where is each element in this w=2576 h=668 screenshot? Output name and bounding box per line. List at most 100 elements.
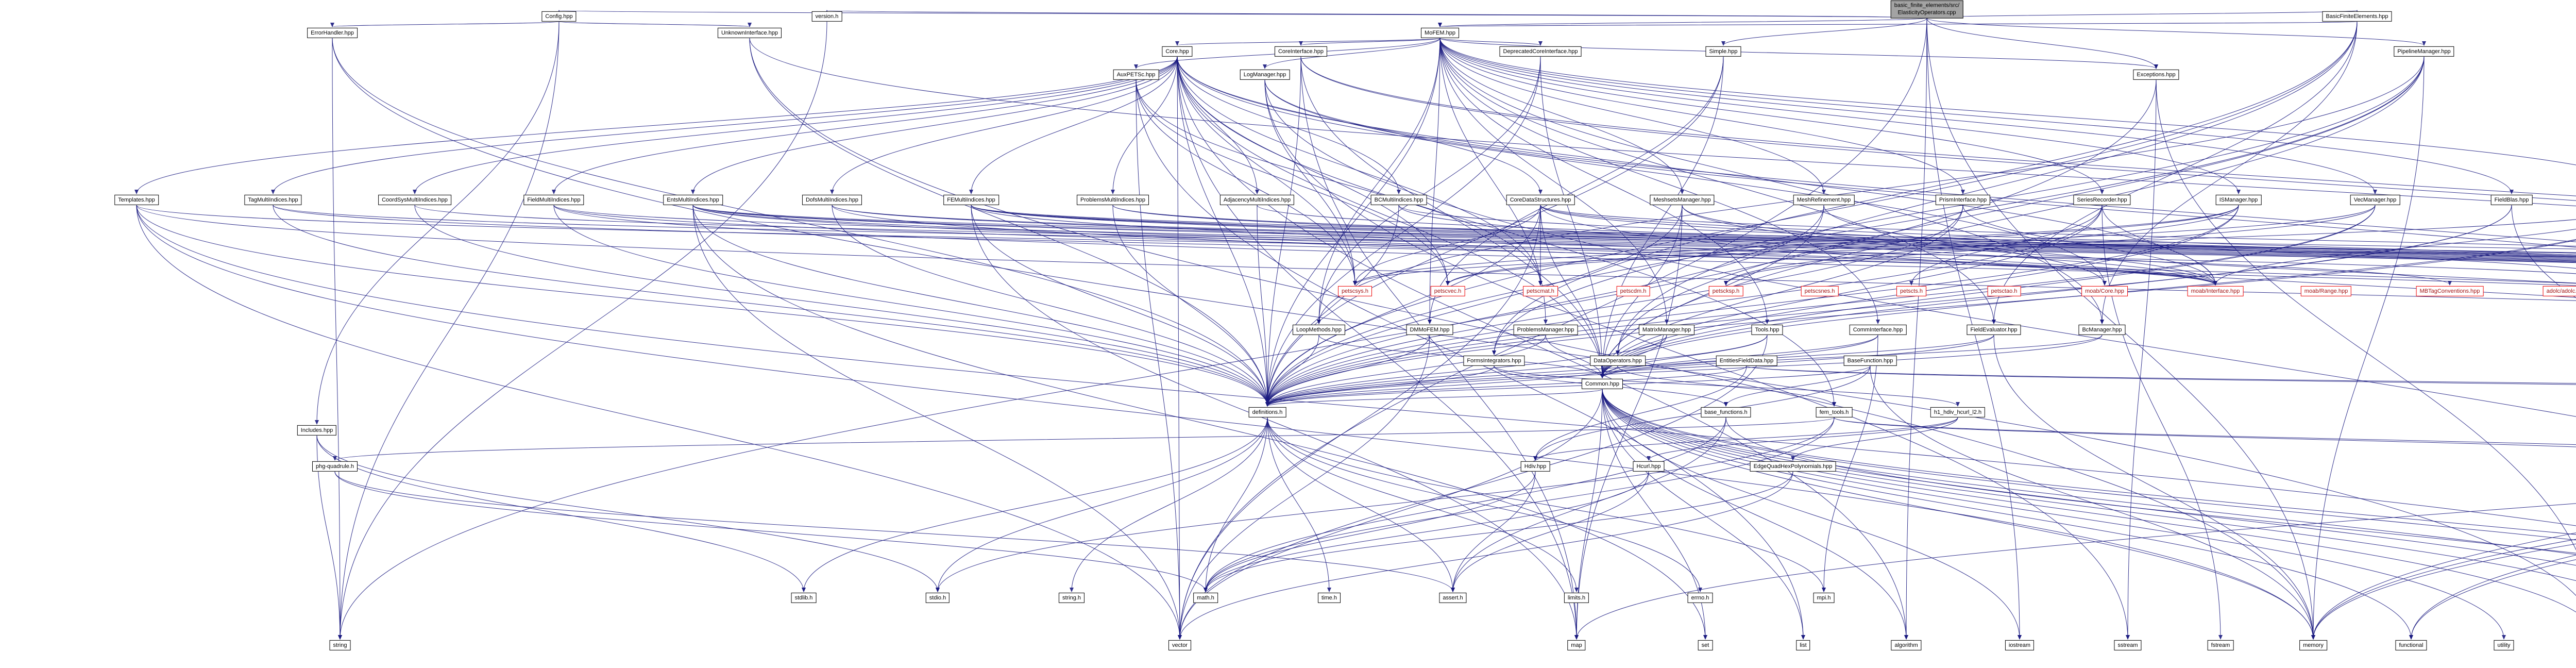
- node-adjacencymultiindices-hpp[interactable]: AdjacencyMultiIndices.hpp: [1219, 194, 1295, 206]
- node-templates-hpp[interactable]: Templates.hpp: [114, 194, 159, 206]
- node-core-hpp[interactable]: Core.hpp: [1162, 46, 1193, 57]
- node-prisminterface-hpp[interactable]: PrismInterface.hpp: [1935, 194, 1991, 206]
- node-fieldevaluator-hpp[interactable]: FieldEvaluator.hpp: [1967, 324, 2021, 336]
- edge: [1265, 335, 1319, 407]
- node-fieldblas-hpp[interactable]: FieldBlas.hpp: [2490, 194, 2533, 206]
- edge: [2311, 56, 2425, 640]
- node-dataoperators-hpp[interactable]: DataOperators.hpp: [1590, 355, 1646, 366]
- edge: [971, 205, 2576, 249]
- node-entsmultiindices-hpp[interactable]: EntsMultiIndices.hpp: [663, 194, 723, 206]
- node-dmmofem-hpp[interactable]: DMMoFEM.hpp: [1406, 324, 1453, 336]
- node-formsintegrators-hpp[interactable]: FormsIntegrators.hpp: [1463, 355, 1525, 366]
- node-pipelinemanager-hpp[interactable]: PipelineManager.hpp: [2394, 46, 2454, 57]
- edge: [1600, 335, 1768, 378]
- node-bcmultiindices-hpp[interactable]: BCMultiIndices.hpp: [1370, 194, 1427, 206]
- node-errno-h[interactable]: errno.h: [1687, 592, 1713, 604]
- node-moab-interface-hpp: moab/Interface.hpp: [2187, 286, 2244, 297]
- node-utility[interactable]: utility: [2494, 640, 2514, 651]
- node-sstream[interactable]: sstream: [2114, 640, 2142, 651]
- node-meshrefinement-hpp[interactable]: MeshRefinement.hpp: [1793, 194, 1855, 206]
- edge: [1616, 56, 2425, 355]
- node-entitiesfielddata-hpp[interactable]: EntitiesFieldData.hpp: [1716, 355, 1777, 366]
- node-edgequadhexpolynomials-hpp[interactable]: EdgeQuadHexPolynomials.hpp: [1750, 461, 1836, 472]
- node-label: FieldMultiIndices.hpp: [527, 196, 581, 203]
- node-time-h[interactable]: time.h: [1318, 592, 1341, 604]
- node-basicfiniteelements-hpp[interactable]: BasicFiniteElements.hpp: [2322, 11, 2392, 22]
- node-base-functions-h[interactable]: base_functions.h: [1701, 407, 1751, 418]
- node-tools-hpp[interactable]: Tools.hpp: [1751, 324, 1783, 336]
- node-string[interactable]: string: [329, 640, 351, 651]
- node-deprecatedcoreinterface-hpp[interactable]: DeprecatedCoreInterface.hpp: [1499, 46, 1582, 57]
- node-h1-hdiv-hcurl-l2-h[interactable]: h1_hdiv_hcurl_l2.h: [1930, 407, 1986, 418]
- edge: [1111, 56, 1178, 194]
- node-basefunction-hpp[interactable]: BaseFunction.hpp: [1843, 355, 1897, 366]
- node-config-hpp[interactable]: Config.hpp: [541, 11, 577, 22]
- node-coredatastructures-hpp[interactable]: CoreDataStructures.hpp: [1506, 194, 1575, 206]
- node-matrixmanager-hpp[interactable]: MatrixManager.hpp: [1638, 324, 1695, 336]
- node-label: UnknownInterface.hpp: [721, 29, 778, 36]
- node-loopmethods-hpp[interactable]: LoopMethods.hpp: [1292, 324, 1346, 336]
- node-common-hpp[interactable]: Common.hpp: [1581, 378, 1623, 390]
- node-exceptions-hpp[interactable]: Exceptions.hpp: [2133, 69, 2179, 80]
- node-comminterface-hpp[interactable]: CommInterface.hpp: [1849, 324, 1907, 336]
- node-algorithm[interactable]: algorithm: [1891, 640, 1922, 651]
- node-logmanager-hpp[interactable]: LogManager.hpp: [1240, 69, 1290, 80]
- edge: [1439, 38, 1543, 46]
- node-mofem-hpp[interactable]: MoFEM.hpp: [1421, 27, 1459, 39]
- node-hcurl-hpp[interactable]: Hcurl.hpp: [1633, 461, 1665, 472]
- node-problemsmanager-hpp[interactable]: ProblemsManager.hpp: [1513, 324, 1578, 336]
- edge: [1265, 365, 1871, 407]
- node-coreinterface-hpp[interactable]: CoreInterface.hpp: [1274, 46, 1328, 57]
- node-string-h[interactable]: string.h: [1058, 592, 1085, 604]
- node-mpi-h[interactable]: mpi.h: [1813, 592, 1835, 604]
- node-hdiv-hpp[interactable]: Hdiv.hpp: [1520, 461, 1550, 472]
- edge: [1602, 389, 1908, 640]
- node-ismanager-hpp[interactable]: ISManager.hpp: [2215, 194, 2262, 206]
- node-coordsysmultiindices-hpp[interactable]: CoordSysMultiIndices.hpp: [378, 194, 451, 206]
- node-includes-hpp[interactable]: Includes.hpp: [297, 425, 337, 436]
- node-memory[interactable]: memory: [2299, 640, 2327, 651]
- node-femultiindices-hpp[interactable]: FEMultiIndices.hpp: [943, 194, 999, 206]
- edge: [1264, 79, 2576, 417]
- node-fstream[interactable]: fstream: [2207, 640, 2234, 651]
- edge: [1267, 417, 1579, 592]
- edge: [1533, 417, 1958, 461]
- node-map[interactable]: map: [1567, 640, 1586, 651]
- node-stdlib-h[interactable]: stdlib.h: [791, 592, 817, 604]
- node-meshsetsmanager-hpp[interactable]: MeshsetsManager.hpp: [1650, 194, 1715, 206]
- node-limits-h[interactable]: limits.h: [1564, 592, 1589, 604]
- node-vecmanager-hpp[interactable]: VecManager.hpp: [2350, 194, 2400, 206]
- node-stdio-h[interactable]: stdio.h: [925, 592, 950, 604]
- node-math-h[interactable]: math.h: [1193, 592, 1218, 604]
- node-set[interactable]: set: [1698, 640, 1713, 651]
- edge: [1791, 417, 1958, 461]
- node-unknowninterface-hpp[interactable]: UnknownInterface.hpp: [717, 27, 782, 39]
- node-definitions-h[interactable]: definitions.h: [1248, 407, 1286, 418]
- node-bcmanager-hpp[interactable]: BcManager.hpp: [2078, 324, 2126, 336]
- node-functional[interactable]: functional: [2395, 640, 2427, 651]
- node-label: FormsIntegrators.hpp: [1467, 357, 1521, 364]
- node-errorhandler-hpp[interactable]: ErrorHandler.hpp: [307, 27, 358, 39]
- node-problemsmultiindices-hpp[interactable]: ProblemsMultiIndices.hpp: [1077, 194, 1149, 206]
- edge: [1439, 38, 1826, 194]
- edge: [1177, 56, 1401, 194]
- node-dofsmultiindices-hpp[interactable]: DofsMultiIndices.hpp: [802, 194, 862, 206]
- node-petsctao-h: petsctao.h: [1987, 286, 2021, 297]
- node-iostream[interactable]: iostream: [2005, 640, 2035, 651]
- node-fieldmultiindices-hpp[interactable]: FieldMultiIndices.hpp: [523, 194, 584, 206]
- node-simple-hpp[interactable]: Simple.hpp: [1705, 46, 1741, 57]
- edge: [1353, 205, 1541, 286]
- node-fem-tools-h[interactable]: fem_tools.h: [1816, 407, 1853, 418]
- node-seriesrecorder-hpp[interactable]: SeriesRecorder.hpp: [2073, 194, 2131, 206]
- node-version-h[interactable]: version.h: [811, 11, 842, 22]
- node-vector[interactable]: vector: [1168, 640, 1191, 651]
- node-assert-h[interactable]: assert.h: [1439, 592, 1467, 604]
- edge: [971, 205, 2576, 254]
- node-list[interactable]: list: [1796, 640, 1810, 651]
- node-phg-quadrule-h[interactable]: phg-quadrule.h: [312, 461, 358, 472]
- node-label: Simple.hpp: [1709, 48, 1738, 55]
- node-auxpetsc-hpp[interactable]: AuxPETSc.hpp: [1113, 69, 1159, 80]
- node-tagmultiindices-hpp[interactable]: TagMultiIndices.hpp: [244, 194, 302, 206]
- edge: [1602, 389, 2576, 581]
- node-label: set: [1701, 642, 1709, 648]
